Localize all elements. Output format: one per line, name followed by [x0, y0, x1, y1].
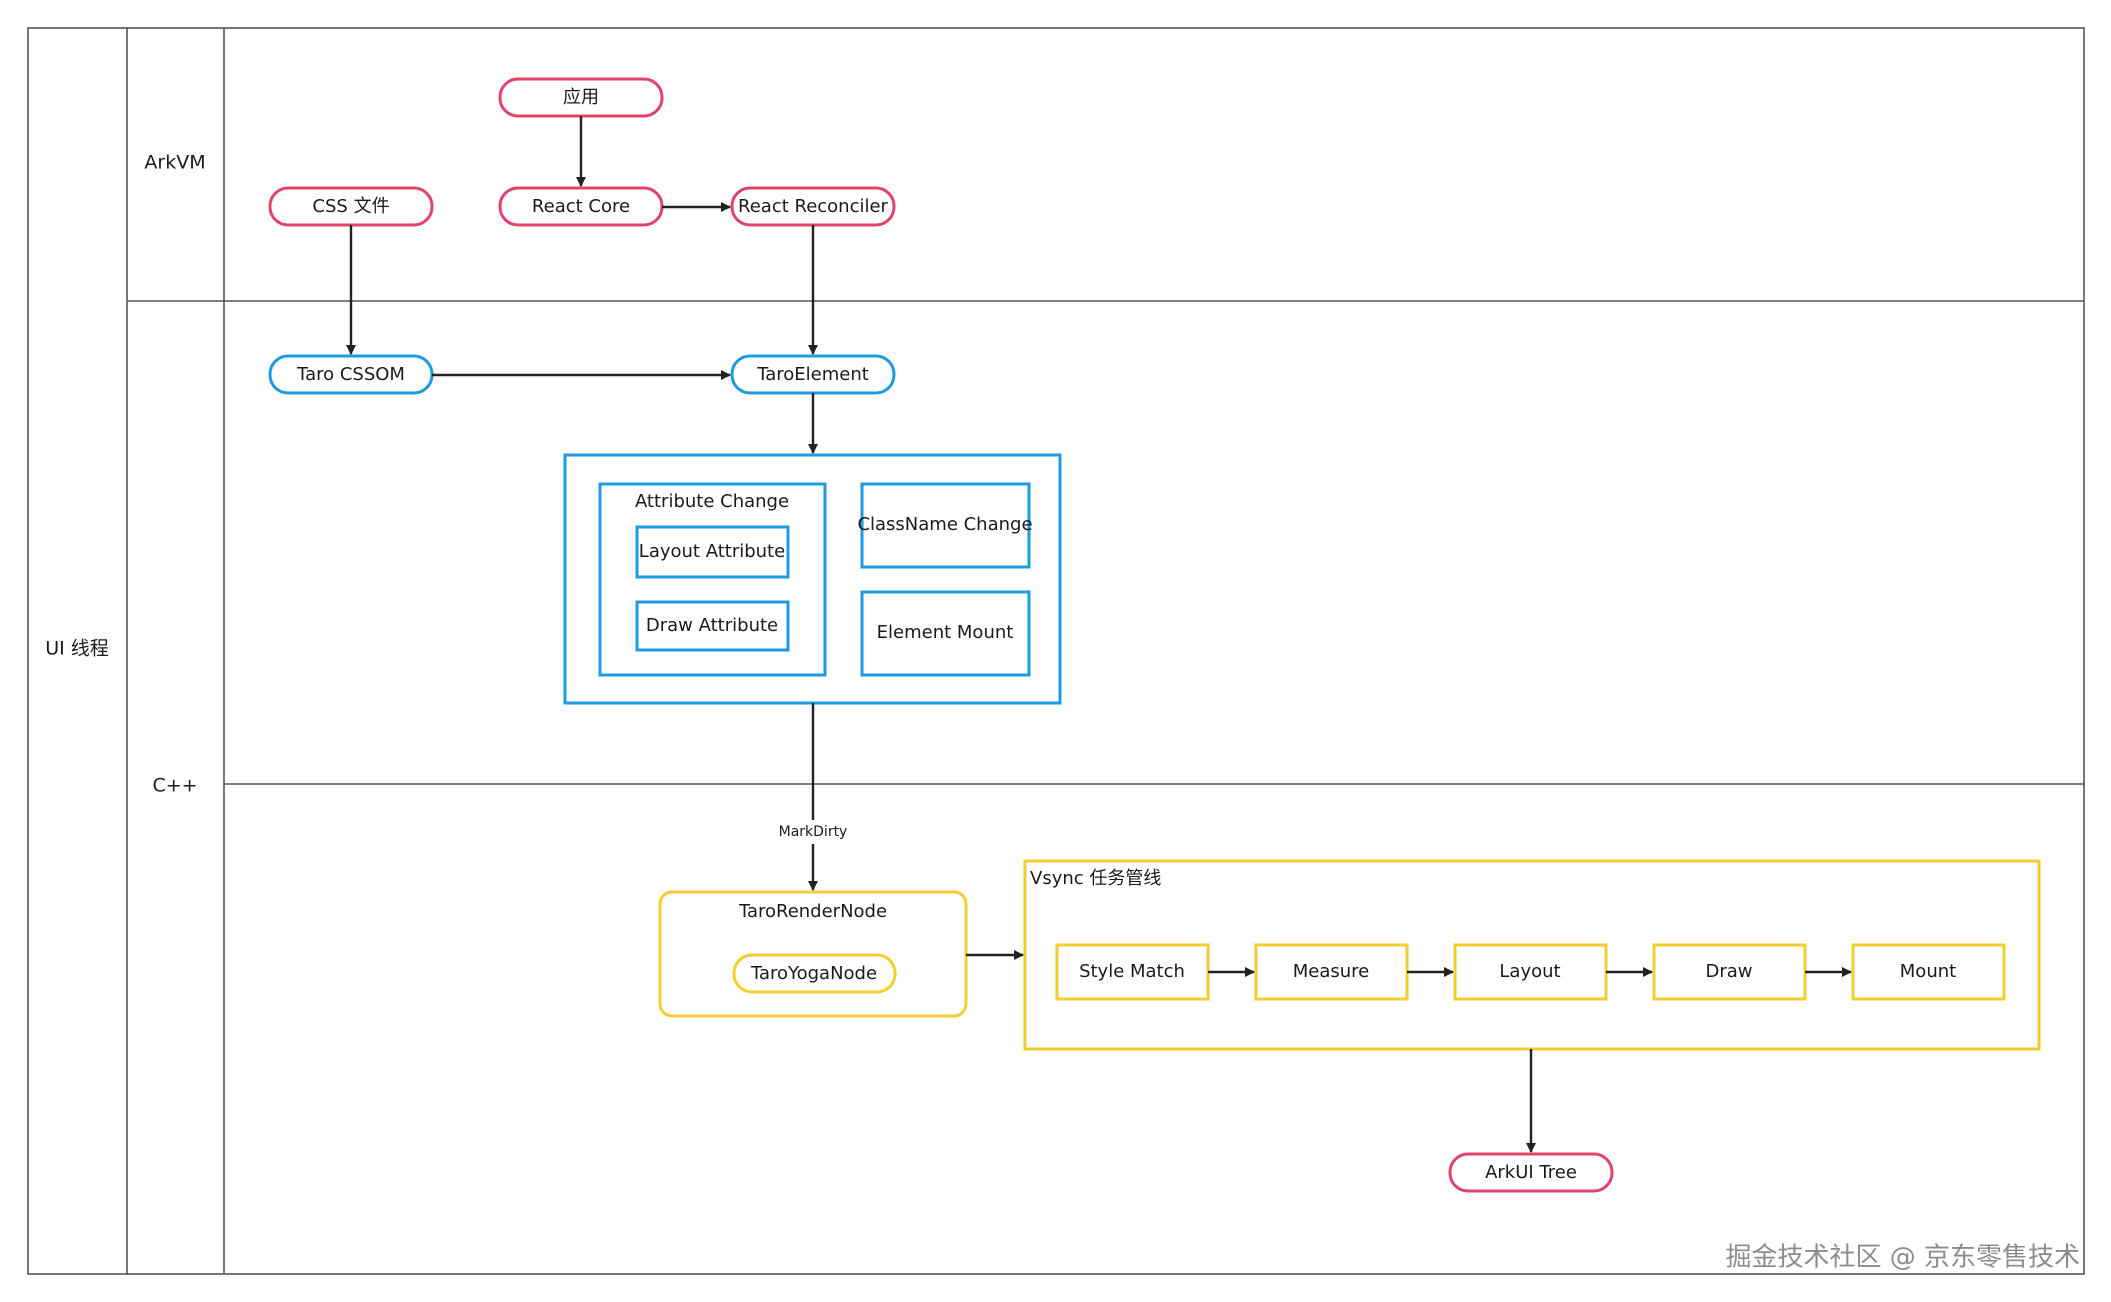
node-react-reconciler-label: React Reconciler: [738, 196, 889, 217]
node-element-mount: Element Mount: [860, 590, 1031, 677]
node-react-reconciler: React Reconciler: [730, 186, 896, 227]
vsync-pipeline-label: Vsync 任务管线: [1030, 868, 1161, 889]
node-style-match-label: Style Match: [1079, 961, 1185, 982]
node-taro-yoga-node: TaroYogaNode: [732, 953, 897, 994]
edge-label-markdirty: MarkDirty: [779, 824, 848, 840]
node-app: 应用: [498, 77, 664, 118]
node-taro-element-label: TaroElement: [756, 364, 869, 385]
node-draw-attribute-label: Draw Attribute: [646, 615, 778, 636]
lane-label-cpp: C++: [152, 775, 197, 797]
node-arkui-tree-label: ArkUI Tree: [1485, 1162, 1577, 1183]
node-css-file: CSS 文件: [268, 186, 434, 227]
attribute-change-label: Attribute Change: [635, 491, 789, 512]
node-css-file-label: CSS 文件: [312, 196, 389, 217]
node-style-match: Style Match: [1055, 943, 1210, 1001]
node-draw-attribute: Draw Attribute: [635, 600, 790, 652]
watermark-text: 掘金技术社区 @ 京东零售技术: [1725, 1243, 2080, 1273]
node-react-core: React Core: [498, 186, 664, 227]
node-mount: Mount: [1851, 943, 2006, 1001]
node-app-label: 应用: [563, 87, 599, 108]
node-measure-label: Measure: [1293, 961, 1370, 982]
node-mount-label: Mount: [1900, 961, 1956, 982]
node-taro-yoga-node-label: TaroYogaNode: [750, 963, 877, 984]
lane-label-arkvm: ArkVM: [144, 152, 205, 174]
node-element-mount-label: Element Mount: [877, 622, 1014, 643]
node-layout: Layout: [1453, 943, 1608, 1001]
node-draw-label: Draw: [1705, 961, 1752, 982]
node-classname-change-label: ClassName Change: [857, 514, 1032, 535]
node-taro-cssom: Taro CSSOM: [268, 354, 434, 395]
outer-frame: [27, 27, 2085, 1275]
node-taro-element: TaroElement: [730, 354, 896, 395]
node-layout-label: Layout: [1499, 961, 1560, 982]
node-measure: Measure: [1254, 943, 1409, 1001]
node-classname-change: ClassName Change: [857, 482, 1033, 569]
node-layout-attribute-label: Layout Attribute: [639, 541, 785, 562]
node-taro-cssom-label: Taro CSSOM: [296, 364, 405, 385]
node-arkui-tree: ArkUI Tree: [1448, 1152, 1614, 1193]
lane-label-ui-thread: UI 线程: [45, 638, 109, 660]
node-layout-attribute: Layout Attribute: [635, 525, 790, 579]
node-draw: Draw: [1652, 943, 1807, 1001]
node-react-core-label: React Core: [532, 196, 630, 217]
node-taro-render-node-label: TaroRenderNode: [738, 901, 887, 922]
